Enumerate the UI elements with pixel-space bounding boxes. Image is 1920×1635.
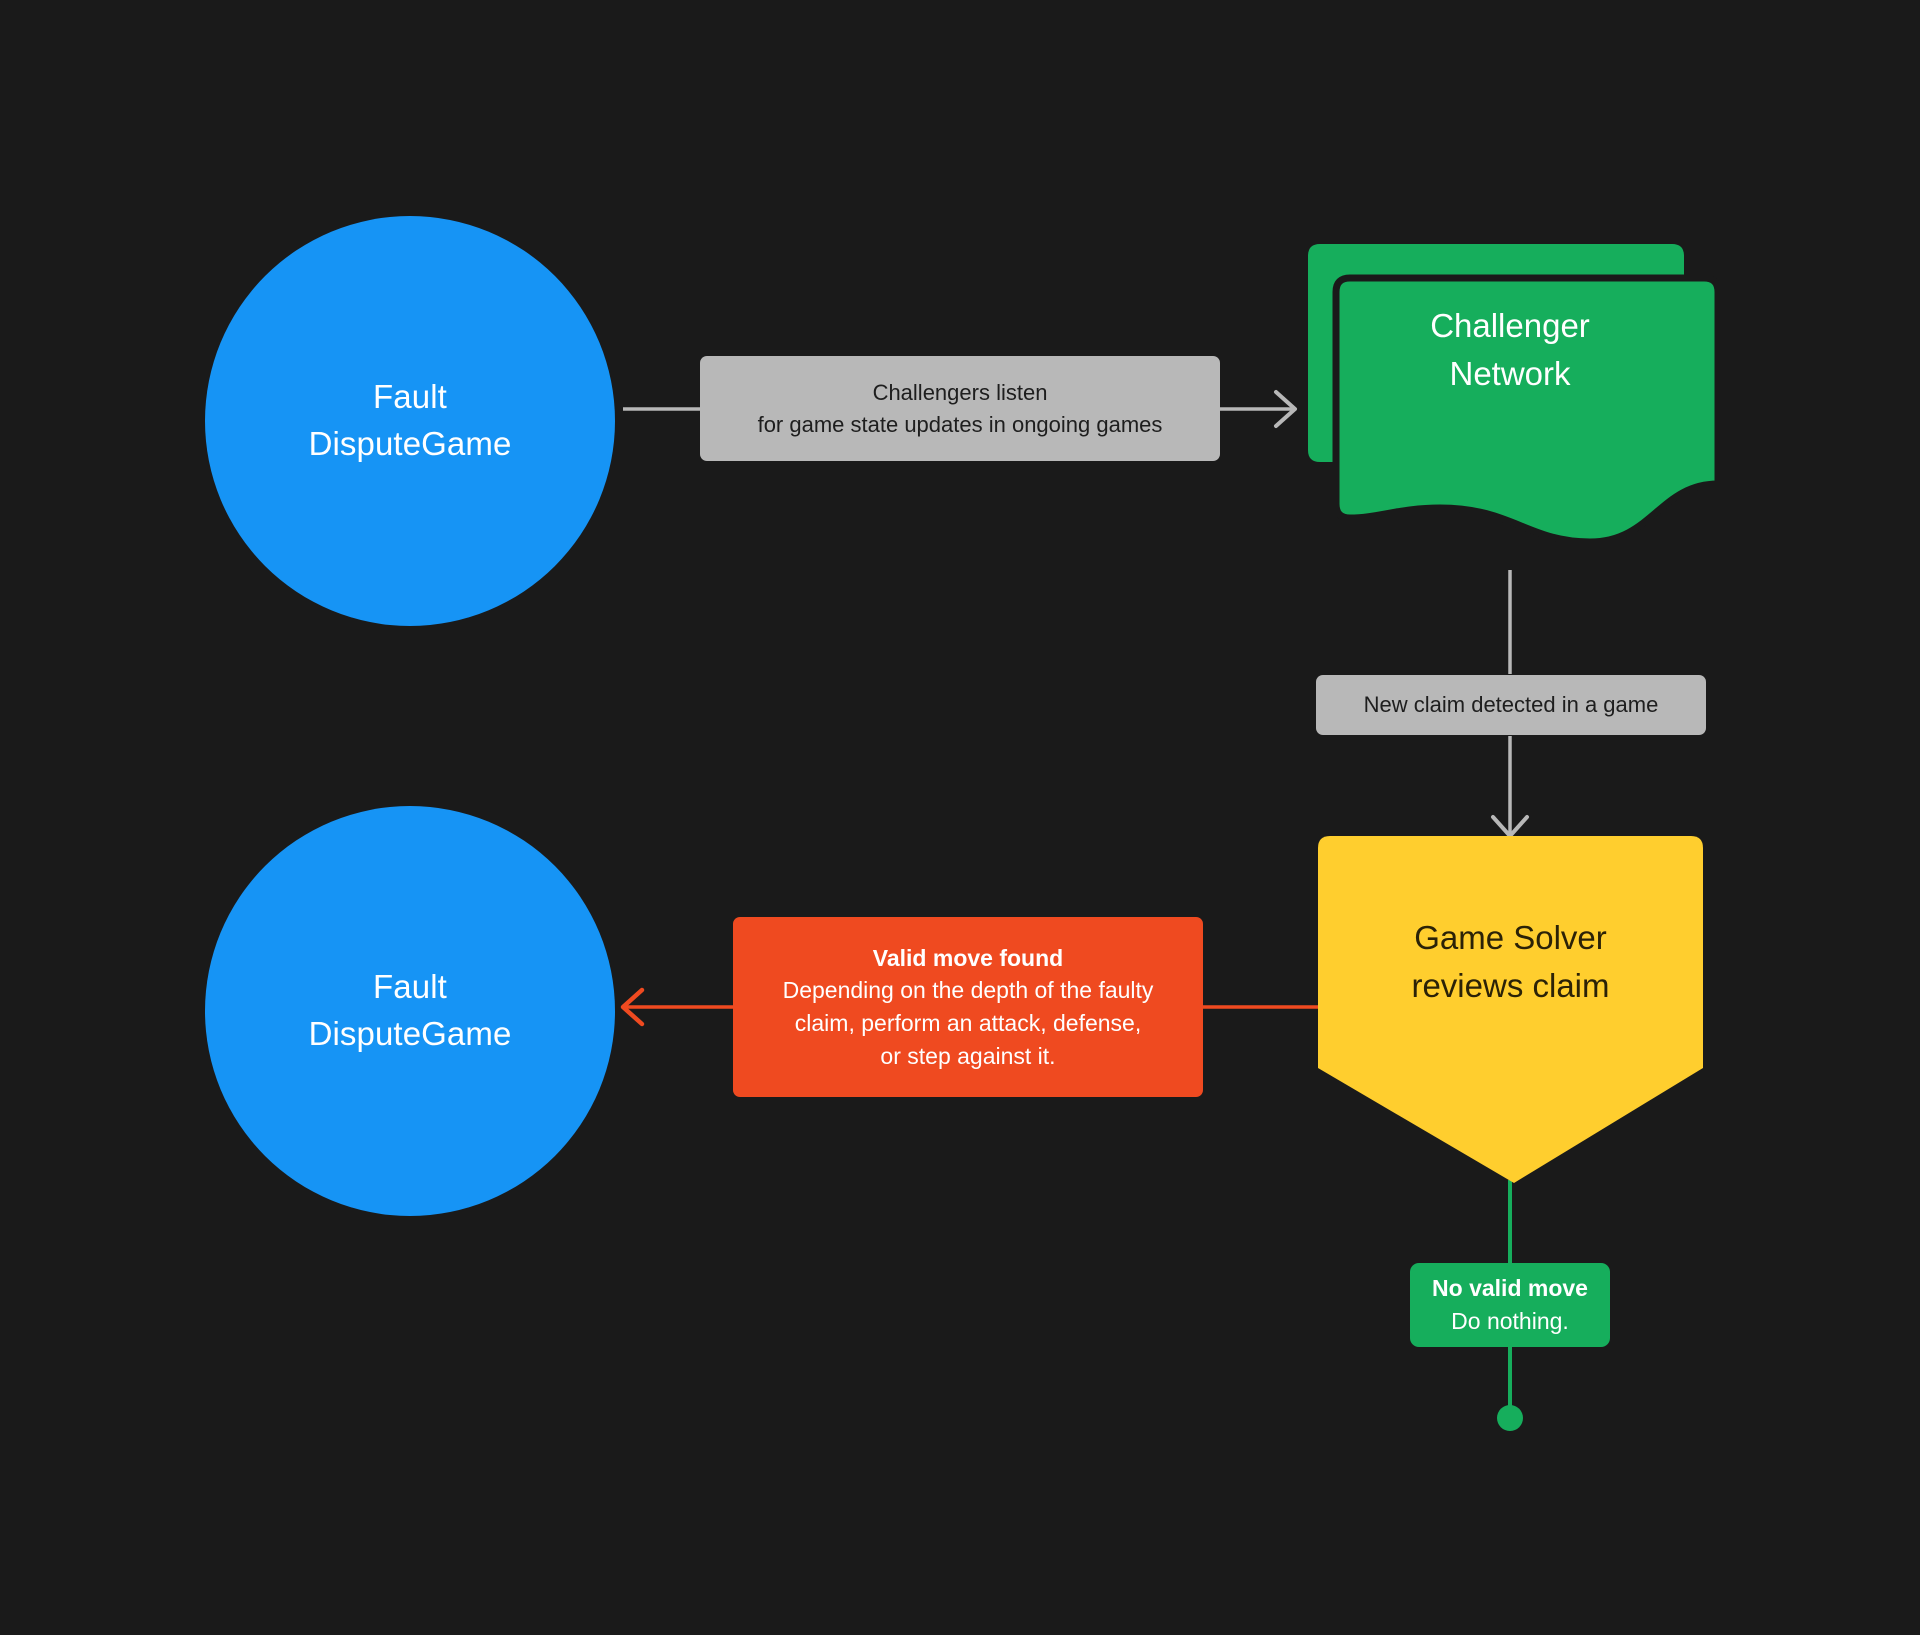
node-game-solver[interactable]: Game Solver reviews claim xyxy=(1318,836,1703,1184)
edge-label-title: No valid move xyxy=(1432,1275,1588,1302)
edge-label-no-valid-move: No valid move Do nothing. xyxy=(1410,1263,1610,1347)
terminal-dot xyxy=(1497,1405,1523,1431)
node-fault-disputegame-top[interactable]: Fault DisputeGame xyxy=(205,216,615,626)
node-label-line2: DisputeGame xyxy=(308,425,512,462)
edge-valid-move-found xyxy=(620,987,1318,1027)
node-label-line1: Fault xyxy=(373,968,447,1006)
node-fault-disputegame-bottom[interactable]: Fault DisputeGame xyxy=(205,806,615,1216)
node-fault-disputegame-top-label: Fault DisputeGame xyxy=(279,374,542,468)
edge-label-line1: Do nothing. xyxy=(1451,1308,1569,1334)
edge-label-new-claim-detected: New claim detected in a game xyxy=(1316,675,1706,735)
edge-label-line2: for game state updates in ongoing games xyxy=(757,411,1163,437)
node-fault-disputegame-bottom-label: Fault DisputeGame xyxy=(279,964,542,1058)
edge-label-line1: Challengers listen xyxy=(872,379,1048,405)
edge-challengers-listen xyxy=(623,390,1297,428)
edge-label-valid-move-found: Valid move found Depending on the depth … xyxy=(733,917,1203,1097)
edge-label-line3: or step against it. xyxy=(880,1042,1056,1069)
challenger-network-shape xyxy=(1308,244,1722,546)
game-solver-shape xyxy=(1318,836,1703,1183)
edge-label-line1: Depending on the depth of the faulty xyxy=(782,977,1154,1004)
edge-no-valid-move xyxy=(1497,1180,1523,1431)
edge-label-title: Valid move found xyxy=(872,944,1064,971)
node-label-line2: DisputeGame xyxy=(308,1015,512,1052)
edge-label-line2: claim, perform an attack, defense, xyxy=(794,1010,1142,1036)
edge-label-line1: New claim detected in a game xyxy=(1363,692,1659,718)
node-label-line1: Fault xyxy=(373,378,447,416)
edge-label-challengers-listen: Challengers listen for game state update… xyxy=(700,356,1220,461)
node-challenger-network[interactable]: Challenger Network xyxy=(1300,240,1722,570)
